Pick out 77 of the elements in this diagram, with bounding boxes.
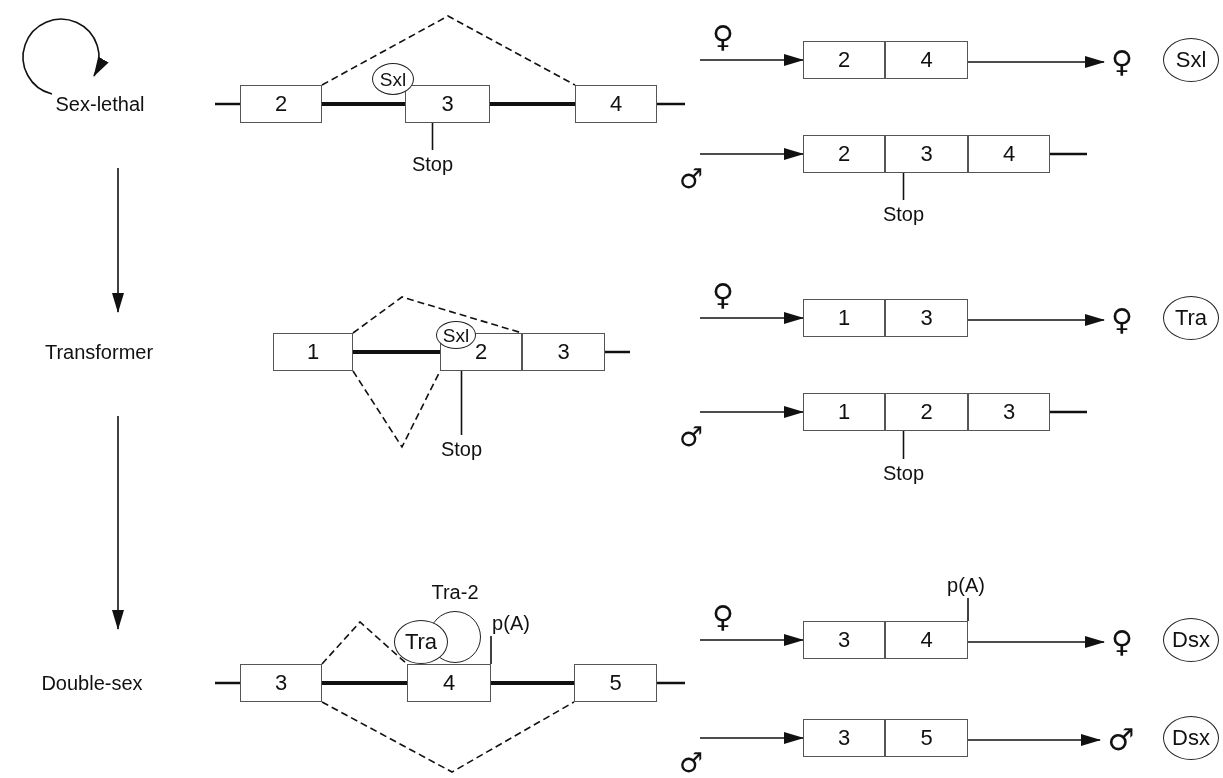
intron-line: [322, 681, 407, 685]
leader-line: [902, 430, 905, 460]
splice-line: [321, 701, 575, 773]
sex-symbol: ♂: [677, 747, 705, 777]
leader-line: [967, 597, 969, 622]
intron-line: [322, 102, 405, 106]
protein-oval: Sxl: [1163, 38, 1219, 82]
site-label: Stop: [405, 150, 460, 178]
sex-symbol: ♂: [1104, 722, 1138, 758]
exon-box: 3: [885, 135, 968, 173]
leader-line: [431, 122, 434, 151]
splice-line: [352, 370, 441, 449]
exon-box: 3: [803, 719, 885, 757]
protein-oval: Sxl: [372, 63, 414, 95]
exon-box: 2: [240, 85, 322, 123]
arrow: [112, 167, 124, 313]
exon-box: 1: [273, 333, 353, 371]
leader-line: [490, 635, 492, 665]
sex-symbol: ♀: [711, 22, 735, 52]
protein-oval: Tra: [1163, 296, 1219, 340]
protein-oval: Dsx: [1163, 716, 1219, 760]
intron-line: [491, 681, 574, 685]
arrow: [699, 634, 804, 646]
exon-box: 2: [803, 135, 885, 173]
protein-oval: Dsx: [1163, 618, 1219, 662]
site-label: Stop: [876, 459, 931, 487]
exon-box: 1: [803, 393, 885, 431]
gene-name: Double-sex: [36, 669, 148, 697]
leader-line: [460, 370, 463, 436]
protein-oval: Sxl: [436, 321, 476, 349]
exon-box: 4: [575, 85, 657, 123]
exon-box: 3: [803, 621, 885, 659]
exon-box: 4: [407, 664, 491, 702]
exon-box: 4: [885, 41, 968, 79]
arrow: [967, 314, 1105, 326]
site-label: p(A): [484, 610, 538, 636]
intron-line: [353, 350, 440, 354]
exon-box: 3: [885, 299, 968, 337]
exon-box: 3: [240, 664, 322, 702]
arrow: [699, 312, 804, 324]
exon-box: 1: [803, 299, 885, 337]
sex-symbol: ♀: [1108, 302, 1136, 338]
exon-box: 3: [522, 333, 605, 371]
exon-box: 4: [885, 621, 968, 659]
splice-line: [321, 620, 408, 665]
site-label: Stop: [434, 435, 489, 463]
arrow: [699, 732, 804, 744]
exon-box: 3: [968, 393, 1050, 431]
arrow: [699, 148, 804, 160]
arrow: [699, 54, 804, 66]
gene-name: Transformer: [44, 338, 154, 366]
intron-line: [490, 102, 575, 106]
autoregulation-arrow: [22, 18, 108, 95]
exon-box: 5: [574, 664, 657, 702]
sex-symbol: ♀: [1108, 624, 1136, 660]
arrow: [967, 734, 1101, 746]
arrow: [967, 56, 1105, 68]
leader-line: [902, 172, 905, 201]
exon-box: 3: [405, 85, 490, 123]
exon-box: 2: [885, 393, 968, 431]
exon-box: 4: [968, 135, 1050, 173]
protein-label: Tra-2: [431, 580, 479, 604]
gene-name: Sex-lethal: [48, 90, 152, 118]
sex-symbol: ♂: [677, 421, 705, 451]
sex-symbol: ♀: [711, 280, 735, 310]
protein-oval: Tra: [394, 620, 448, 664]
sex-symbol: ♀: [711, 602, 735, 632]
sex-symbol: ♂: [677, 163, 705, 193]
splice-line: [321, 15, 576, 86]
exon-box: 2: [803, 41, 885, 79]
arrow: [967, 636, 1105, 648]
site-label: Stop: [876, 200, 931, 228]
arrow: [112, 415, 124, 630]
sex-symbol: ♀: [1108, 44, 1136, 80]
arrow: [699, 406, 804, 418]
exon-box: 5: [885, 719, 968, 757]
site-label: p(A): [938, 572, 994, 598]
